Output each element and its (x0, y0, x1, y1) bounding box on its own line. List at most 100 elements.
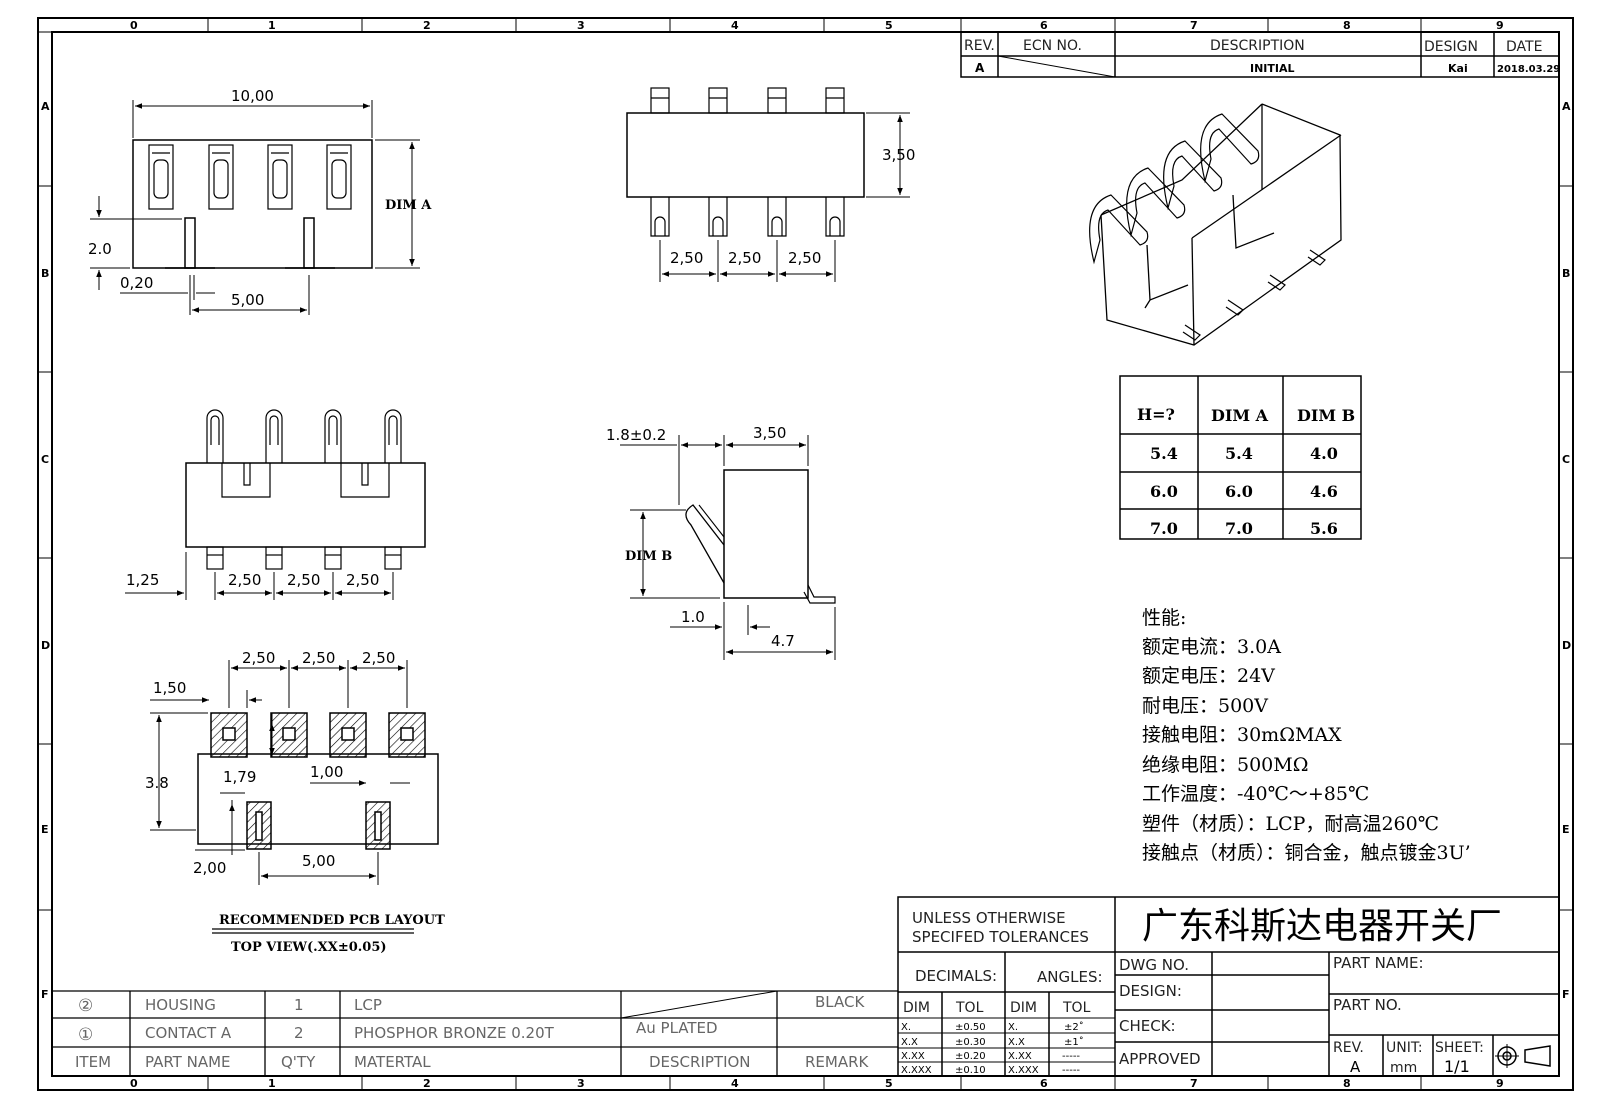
dim-offset: 2.0 (88, 240, 112, 258)
design-value: Kai (1448, 62, 1468, 75)
dim-gap: 0,20 (120, 274, 153, 292)
pcb-slot-width: 1,00 (310, 763, 343, 781)
grid-col-9-top: 9 (1496, 19, 1504, 32)
dwg-no-label: DWG NO. (1119, 956, 1189, 974)
dim-edge: 1,25 (126, 571, 159, 589)
dim-side-tol: 1.8±0.2 (606, 426, 666, 444)
top-contact-slots (148, 144, 352, 210)
specs-title: 性能: (1142, 607, 1186, 629)
ang-row-3-dim: X.XXX (1008, 1065, 1039, 1076)
spec-line-2: 耐电压：500V (1142, 695, 1268, 717)
ang-row-2-tol: ----- (1062, 1051, 1080, 1062)
pcb-pitch-1: 2,50 (242, 649, 275, 667)
dimension-table: H=? DIM A DIM B 5.4 5.4 4.0 6.0 6.0 4.6 … (1119, 375, 1362, 540)
isometric-view (1089, 103, 1342, 346)
spec-line-1: 额定电压：24V (1142, 665, 1275, 687)
decimals-tol-header: TOL (955, 1000, 984, 1016)
bom-header-description: DESCRIPTION (649, 1053, 751, 1071)
bom-header-material: MATERTAL (354, 1053, 431, 1071)
pcb-pitch-3: 2,50 (362, 649, 395, 667)
dim-width: 10,00 (231, 87, 274, 105)
bom-header-part: PART NAME (145, 1053, 231, 1071)
grid-row-c-left: C (41, 453, 49, 466)
grid-col-6-bottom: 6 (1040, 1077, 1048, 1090)
dim-bottom-pitch-1: 2,50 (228, 571, 261, 589)
dec-row-2-dim: X.XX (901, 1051, 925, 1062)
table-cell-1-0: 6.0 (1150, 482, 1178, 501)
top-view-dims: 10,00 DIM A 2.0 0,20 5,00 (88, 87, 432, 309)
bom-row-0-qty: 1 (294, 996, 304, 1014)
dec-row-3-tol: ±0.10 (955, 1065, 986, 1076)
grid-row-a-left: A (41, 100, 50, 113)
bom-row-1-item: ① (78, 1025, 93, 1045)
grid-col-4-bottom: 4 (731, 1077, 739, 1090)
grid-col-3-bottom: 3 (577, 1077, 585, 1090)
pcb-height: 3.8 (145, 774, 169, 792)
rev-header: REV. (964, 38, 995, 54)
pcb-pad-height: 1,79 (223, 768, 256, 786)
table-cell-0-0: 5.4 (1150, 444, 1178, 463)
pcb-pads (210, 712, 426, 850)
bom-row-1-material: PHOSPHOR BRONZE 0.20T (354, 1024, 555, 1042)
spec-line-3: 接触电阻：30mΩMAX (1142, 724, 1342, 746)
bom-row-1-qty: 2 (294, 1024, 304, 1042)
grid-row-b-left: B (41, 267, 49, 280)
pcb-title: RECOMMENDED PCB LAYOUT (219, 913, 445, 928)
grid-col-8-top: 8 (1343, 19, 1351, 32)
grid-row-d-left: D (41, 639, 50, 652)
description-header: DESCRIPTION (1210, 38, 1305, 54)
front-view-dims: 3,50 2,50 2,50 2,50 (670, 146, 915, 267)
dim-bottom-pitch-2: 2,50 (287, 571, 320, 589)
grid-col-3-top: 3 (577, 19, 585, 32)
projection-symbol-icon (1495, 1044, 1551, 1068)
dec-row-0-tol: ±0.50 (955, 1022, 986, 1033)
dim-front-pitch-3: 2,50 (788, 249, 821, 267)
table-cell-2-2: 5.6 (1310, 519, 1338, 538)
ang-row-3-tol: ----- (1062, 1065, 1080, 1076)
dim-height: 3,50 (882, 146, 915, 164)
front-view (626, 87, 910, 282)
bom-row-0-part: HOUSING (145, 996, 216, 1014)
bottom-view-dims: 1,25 2,50 2,50 2,50 (126, 571, 379, 589)
dim-b-label: DIM B (625, 549, 672, 564)
grid-col-0-top: 0 (130, 19, 138, 32)
table-header-h: H=? (1137, 405, 1175, 424)
approved-label: APPROVED (1119, 1050, 1201, 1068)
table-header-dim-a: DIM A (1211, 406, 1269, 425)
pcb-layout (150, 660, 439, 885)
design-header: DESIGN (1424, 39, 1478, 55)
rev-label: REV. (1333, 1040, 1364, 1056)
tolerance-note-1: UNLESS OTHERWISE (912, 909, 1066, 927)
grid-col-8-bottom: 8 (1343, 1077, 1351, 1090)
sheet-label: SHEET: (1435, 1040, 1484, 1056)
spec-line-6: 塑件（材质）：LCP，耐高温260℃ (1142, 813, 1439, 835)
grid-col-4-top: 4 (731, 19, 739, 32)
date-header: DATE (1506, 39, 1542, 55)
angles-tol-header: TOL (1062, 1000, 1091, 1016)
unit-label: UNIT: (1386, 1040, 1423, 1056)
grid-row-a-right: A (1562, 100, 1571, 113)
dim-side-total: 4.7 (771, 632, 795, 650)
dec-row-2-tol: ±0.20 (955, 1051, 986, 1062)
table-cell-2-1: 7.0 (1225, 519, 1253, 538)
dim-bottom-pitch-3: 2,50 (346, 571, 379, 589)
bom-header-qty: Q'TY (281, 1053, 316, 1071)
angles-label: ANGLES: (1037, 968, 1103, 986)
pcb-pad-width: 1,50 (153, 679, 186, 697)
bom-row-0-remark: BLACK (815, 993, 865, 1011)
dec-row-3-dim: X.XXX (901, 1065, 932, 1076)
spec-line-7: 接触点（材质）：铜合金，触点镀金3U’ (1142, 842, 1471, 864)
company-name: 广东科斯达电器开关厂 (1142, 906, 1502, 947)
spec-line-5: 工作温度：-40℃～+85℃ (1142, 783, 1369, 805)
spec-line-4: 绝缘电阻：500MΩ (1142, 754, 1308, 776)
table-cell-0-1: 5.4 (1225, 444, 1253, 463)
check-label: CHECK: (1119, 1017, 1176, 1035)
grid-col-5-bottom: 5 (885, 1077, 893, 1090)
ang-row-2-dim: X.XX (1008, 1051, 1032, 1062)
part-name-label: PART NAME: (1333, 954, 1424, 972)
ang-row-0-dim: X. (1008, 1022, 1018, 1033)
iso-contacts (1089, 113, 1260, 265)
rev-value: A (975, 61, 985, 75)
tolerance-note-2: SPECIFED TOLERANCES (912, 928, 1089, 946)
